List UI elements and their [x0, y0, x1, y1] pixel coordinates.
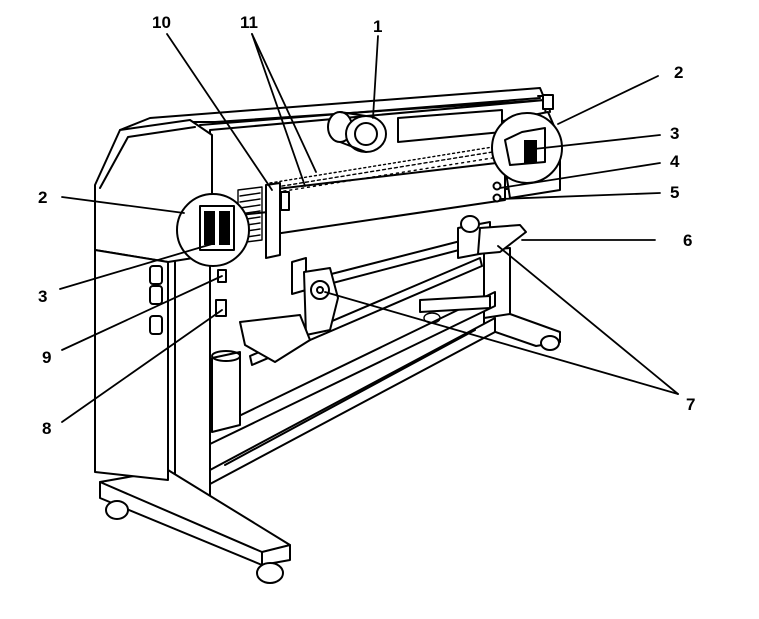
cutter-clip [280, 191, 290, 211]
label-2-right: 2 [674, 63, 683, 82]
right-leg-upright [483, 247, 511, 325]
label-7: 7 [686, 395, 695, 414]
leader-11a [251, 33, 317, 173]
leader-4 [499, 162, 661, 189]
side-grip [149, 265, 163, 285]
leader-1 [372, 35, 379, 119]
leader-2-right [557, 75, 659, 125]
label-8: 8 [42, 419, 51, 438]
media-rollers [239, 181, 527, 366]
caster-wheel [256, 562, 284, 584]
side-grip [149, 285, 163, 305]
take-up-bin [211, 351, 241, 433]
switch-rocker-left [204, 211, 215, 245]
stretcher-bar [209, 317, 496, 485]
side-grip [149, 315, 163, 335]
caster-wheel [540, 335, 560, 351]
stretcher-bar [209, 291, 496, 445]
top-cover-edge [199, 97, 541, 126]
stand [99, 244, 561, 584]
bin-rim [211, 350, 241, 362]
roll-holder-hub [310, 280, 330, 300]
end-cap-bevel [99, 126, 196, 189]
leader-3-left [59, 243, 213, 290]
leader-10 [166, 33, 273, 191]
switch-rocker-right [524, 140, 537, 163]
left-side-details [149, 182, 290, 433]
side-connector [215, 299, 227, 317]
spindle-edge [339, 111, 367, 117]
label-5: 5 [670, 183, 679, 202]
spindle-knob-inner [354, 122, 378, 146]
leader-7a [497, 245, 679, 395]
leader-7b [324, 291, 679, 395]
label-6: 6 [683, 231, 692, 250]
roll-holder-hub-center [316, 286, 324, 294]
leader-8 [61, 309, 223, 423]
roll-holder-arm [239, 314, 311, 363]
stretcher-shadow [224, 329, 476, 466]
cutter-guide [265, 182, 281, 259]
cross-bracket [419, 295, 491, 313]
label-4: 4 [670, 152, 680, 171]
leader-9 [61, 275, 223, 351]
leader-2-left [61, 196, 185, 214]
callout-labels: 1 2 3 4 5 6 7 2 3 9 8 10 11 [38, 13, 695, 438]
label-1: 1 [373, 17, 382, 36]
vent-slots [239, 192, 261, 239]
switch-rocker-left [219, 211, 230, 245]
spindle-edge [339, 141, 367, 153]
callouts [176, 112, 563, 267]
leader-3-right [533, 134, 661, 150]
caster-wheel [105, 500, 129, 520]
label-9: 9 [42, 348, 51, 367]
sensor-dot [492, 193, 502, 203]
label-11: 11 [240, 13, 258, 32]
label-3-right: 3 [670, 124, 679, 143]
pinch-roller-band [269, 149, 506, 189]
roll-holder-hub [460, 215, 480, 233]
pinch-roller-band [269, 144, 506, 184]
leader-11b [251, 33, 306, 187]
media-shelf [477, 224, 527, 255]
leader-5 [499, 192, 661, 200]
label-2-left: 2 [38, 188, 47, 207]
label-3-left: 3 [38, 287, 47, 306]
sensor-dot [492, 181, 502, 191]
leader-lines [59, 33, 679, 423]
right-top-bracket-block [542, 94, 554, 110]
label-10: 10 [152, 13, 171, 32]
